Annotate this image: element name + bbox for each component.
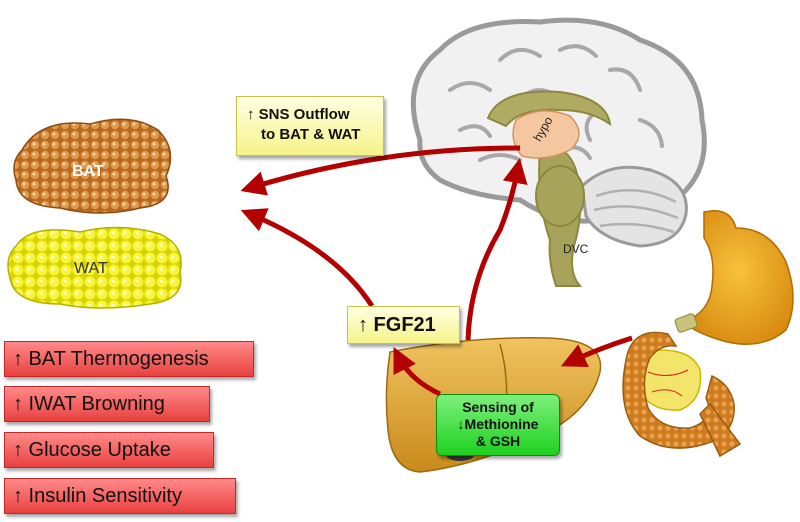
- dvc-label: DVC: [563, 242, 589, 256]
- sns-outflow-line2: to BAT & WAT: [261, 126, 361, 143]
- sns-outflow-line1: ↑ SNS Outflow: [247, 106, 350, 123]
- effect-glucose-uptake: ↑ Glucose Uptake: [4, 432, 214, 468]
- effect-insulin-sensitivity: ↑ Insulin Sensitivity: [4, 478, 236, 514]
- sensing-line2: ↓Methionine: [457, 416, 539, 432]
- bat-tissue: [13, 118, 172, 214]
- bat-label: BAT: [72, 163, 104, 180]
- sns-outflow-box: ↑ SNS Outflow to BAT & WAT: [236, 96, 384, 156]
- sensing-line3: & GSH: [475, 433, 521, 449]
- effect-bat-thermogenesis: ↑ BAT Thermogenesis: [4, 341, 254, 377]
- fgf21-box: ↑ FGF21: [347, 306, 460, 344]
- sensing-line1: Sensing of: [462, 399, 534, 415]
- wat-label: WAT: [74, 260, 108, 277]
- effect-iwat-browning: ↑ IWAT Browning: [4, 386, 210, 422]
- brain: [410, 17, 707, 287]
- wat-tissue: [7, 226, 182, 309]
- digestive-organs: [622, 210, 794, 458]
- arrows: [240, 145, 633, 397]
- sensing-box: Sensing of ↓Methionine & GSH: [436, 394, 560, 456]
